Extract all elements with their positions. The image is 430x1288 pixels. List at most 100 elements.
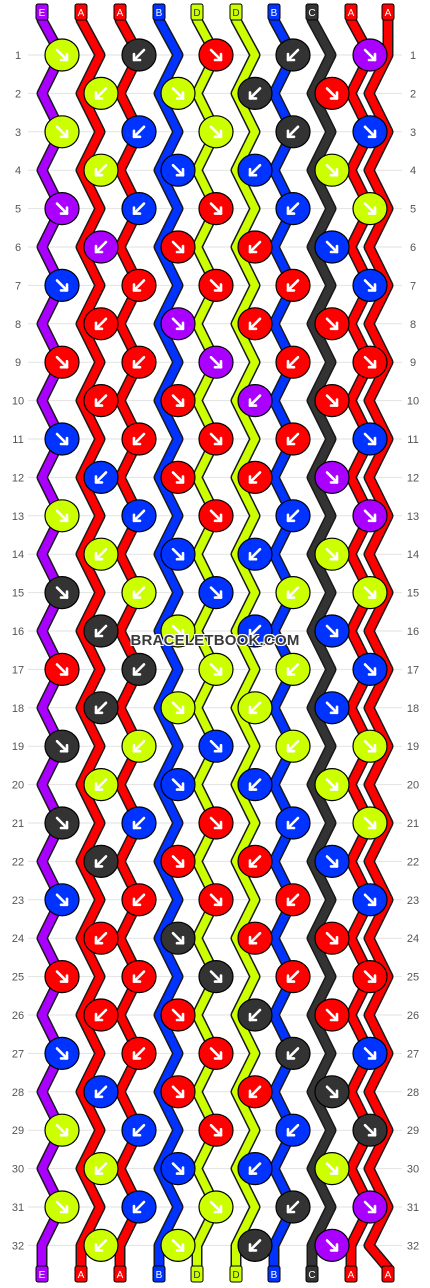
string-label-top: C: [308, 8, 315, 19]
row-number-left: 22: [12, 856, 24, 868]
arrow-icon: [248, 163, 262, 177]
watermark: BRACELETBOOK.COM: [130, 632, 300, 649]
string-label-top-tab: [381, 3, 395, 21]
knot: [121, 268, 157, 302]
string-label-top-tab: [113, 3, 127, 21]
row-number-right: 6: [410, 242, 416, 254]
arrow-icon: [209, 816, 223, 830]
knot: [237, 844, 273, 879]
row-number-right: 10: [407, 396, 419, 408]
arrow-icon: [171, 317, 185, 331]
arrow-icon: [286, 739, 300, 753]
row-number-right: 4: [410, 165, 416, 177]
arrow-icon: [132, 355, 146, 369]
string-label-bottom-tab: [381, 1265, 395, 1283]
arrow-icon: [248, 624, 262, 638]
arrow-icon: [325, 778, 339, 791]
arrow-icon: [325, 547, 339, 561]
knot: [237, 998, 273, 1032]
string-label-top-tab: [152, 3, 166, 21]
arrow-icon: [55, 586, 69, 599]
row-number-left: 6: [15, 242, 21, 254]
string-label-bottom-tab: [344, 1265, 358, 1283]
arrow-icon: [325, 931, 339, 945]
arrow-icon: [286, 509, 300, 523]
arrow-icon: [363, 48, 377, 62]
knot: [160, 767, 196, 802]
knot: [198, 729, 234, 763]
knot: [44, 192, 80, 226]
knot: [314, 767, 350, 802]
knot: [352, 345, 388, 379]
arrow-icon: [132, 1200, 146, 1214]
knot: [160, 537, 196, 571]
row-number-right: 16: [407, 626, 419, 638]
knot: [352, 268, 388, 302]
row-number-left: 14: [12, 549, 24, 561]
row-number-left: 5: [15, 204, 21, 216]
arrow-icon: [325, 1239, 339, 1252]
arrow-icon: [132, 432, 146, 446]
string-label-top-tab: [344, 3, 358, 21]
arrow-icon: [132, 1123, 146, 1137]
arrow-icon: [363, 202, 377, 215]
knot: [198, 268, 234, 302]
string-label-bottom: A: [117, 1270, 124, 1281]
string-label-top-tab: [229, 3, 243, 21]
knot: [352, 1036, 388, 1071]
knot: [352, 1190, 388, 1224]
knot: [237, 614, 273, 648]
arrow-icon: [94, 624, 108, 638]
string-label-bottom: B: [271, 1270, 278, 1281]
knot: [275, 345, 311, 379]
arrow-icon: [286, 125, 300, 139]
arrow-icon: [325, 701, 339, 715]
knot: [198, 1113, 234, 1147]
string-label-top: D: [193, 8, 200, 19]
arrow-icon: [209, 509, 223, 523]
row-number-left: 24: [12, 933, 24, 945]
knot: [44, 883, 80, 917]
row-number-right: 23: [407, 895, 419, 907]
arrow-icon: [171, 931, 185, 945]
arrow-icon: [286, 355, 300, 369]
arrow-icon: [363, 739, 377, 753]
arrow-icon: [94, 701, 108, 715]
arrow-icon: [55, 1200, 69, 1214]
arrow-icon: [286, 1047, 300, 1060]
row-number-left: 28: [12, 1087, 24, 1099]
arrow-icon: [171, 1085, 185, 1099]
knot: [352, 38, 388, 72]
row-number-right: 29: [407, 1125, 419, 1137]
knot: [160, 614, 196, 648]
row-number-right: 28: [407, 1087, 419, 1099]
arrow-icon: [363, 663, 377, 676]
arrow-icon: [94, 1239, 108, 1252]
knot: [121, 422, 157, 456]
arrow-icon: [171, 240, 185, 254]
knot: [198, 959, 234, 994]
arrow-icon: [94, 778, 108, 791]
arrow-icon: [248, 87, 262, 100]
row-number-left: 25: [12, 972, 24, 984]
knot: [275, 575, 311, 610]
row-number-right: 20: [407, 780, 419, 792]
knot: [314, 921, 350, 955]
arrow-icon: [171, 778, 185, 791]
knot: [352, 883, 388, 917]
knot: [237, 460, 273, 494]
knot: [198, 499, 234, 533]
knot: [314, 1075, 350, 1109]
row-number-right: 5: [410, 204, 416, 216]
string-D: [232, 16, 259, 1272]
row-number-left: 7: [15, 280, 21, 292]
arrow-icon: [248, 471, 262, 484]
knot: [160, 1228, 196, 1263]
arrow-icon: [132, 509, 146, 523]
knot: [160, 844, 196, 879]
knot: [275, 806, 311, 840]
string-label-top: D: [232, 8, 239, 19]
arrow-icon: [209, 355, 223, 369]
knot: [83, 998, 119, 1032]
arrow-icon: [325, 240, 339, 254]
